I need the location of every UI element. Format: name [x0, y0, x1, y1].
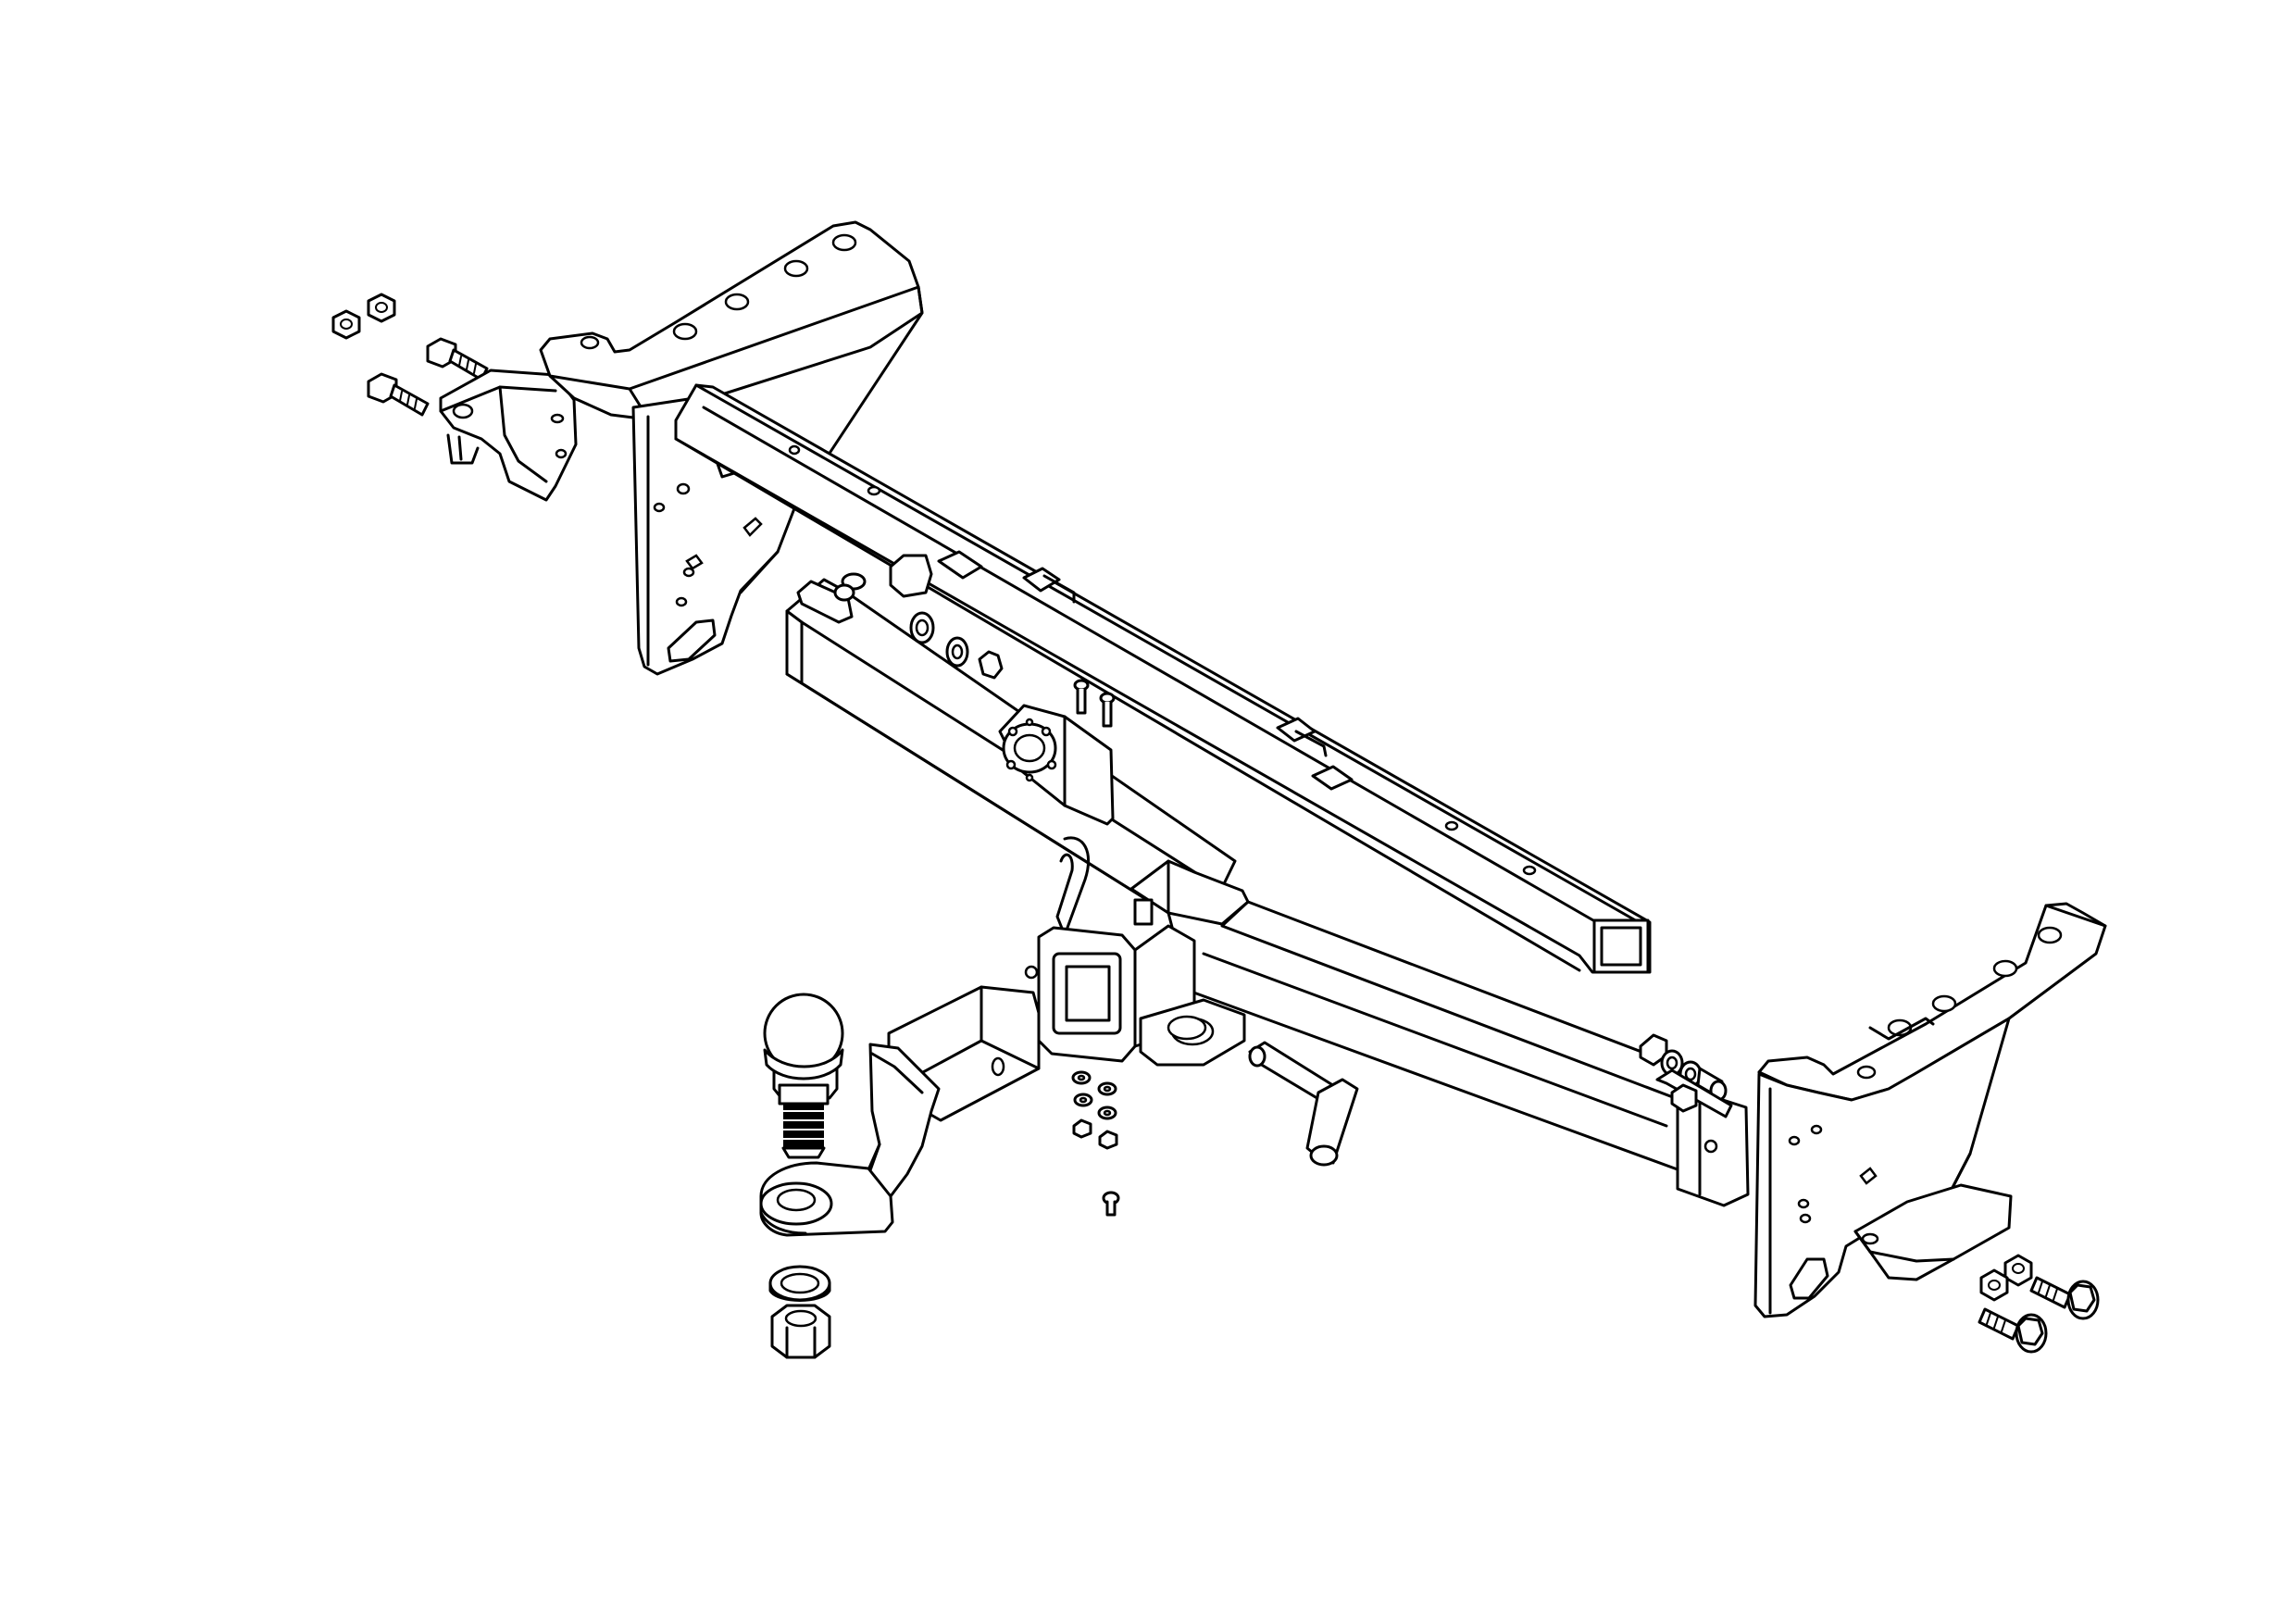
small-nut-1 — [1072, 1118, 1092, 1139]
right-bolt-lower — [1978, 1307, 2048, 1354]
left-spacer-bracket — [439, 369, 578, 502]
right-nut-lower — [1979, 1268, 2009, 1302]
socket-plate — [998, 679, 1116, 826]
upper-cross-beam — [674, 383, 1652, 974]
small-washer-4 — [1097, 1106, 1117, 1120]
right-arm-bolts — [1639, 1033, 1733, 1118]
small-nut-2 — [1098, 1130, 1118, 1150]
left-fasteners — [331, 293, 489, 417]
right-bolt-upper — [2029, 1276, 2100, 1320]
small-screw — [1102, 1191, 1120, 1217]
tow-ball — [763, 993, 844, 1159]
right-mounting-plate — [1753, 902, 2107, 1318]
hitch-pin — [1248, 1041, 1359, 1167]
small-washer-1 — [1071, 1070, 1092, 1085]
left-bolt-upper — [426, 337, 489, 381]
left-nut-upper — [367, 293, 396, 323]
socket-screw-2 — [1099, 692, 1116, 728]
small-hardware — [1071, 1070, 1120, 1217]
small-washer-2 — [1097, 1081, 1117, 1096]
left-nut-lower — [331, 309, 361, 340]
receiver-hitch — [1024, 859, 1750, 1207]
ball-washer — [768, 1265, 831, 1302]
ball-nut — [770, 1304, 831, 1359]
small-washer-3 — [1073, 1093, 1093, 1107]
right-spacer-bracket — [1853, 1183, 2013, 1281]
right-fasteners — [1978, 1254, 2100, 1354]
right-nut-upper — [2003, 1254, 2033, 1287]
left-bolt-lower — [367, 372, 430, 417]
socket-screw-1 — [1073, 679, 1090, 715]
ball-mount — [759, 985, 1041, 1237]
